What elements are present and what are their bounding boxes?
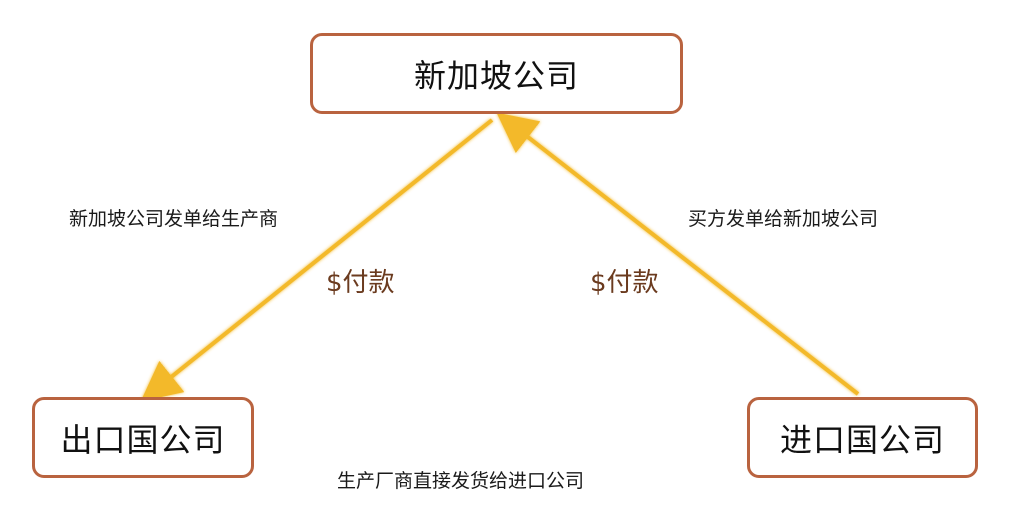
node-export-company: 出口国公司	[32, 397, 254, 478]
node-import-company-label: 进口国公司	[779, 420, 945, 459]
label-left-edge: 新加坡公司发单给生产商	[69, 208, 279, 230]
payment-label-right: $付款	[590, 268, 659, 298]
label-right-edge: 买方发单给新加坡公司	[688, 208, 879, 230]
arrow-top-to-left	[140, 118, 494, 402]
arrow-right-to-top	[496, 112, 860, 396]
node-singapore-company: 新加坡公司	[310, 33, 683, 114]
node-export-company-label: 出口国公司	[60, 420, 226, 459]
payment-label-left: $付款	[326, 268, 395, 298]
node-import-company: 进口国公司	[747, 397, 978, 478]
node-singapore-company-label: 新加坡公司	[413, 56, 579, 95]
label-bottom-edge: 生产厂商直接发货给进口公司	[337, 470, 585, 492]
